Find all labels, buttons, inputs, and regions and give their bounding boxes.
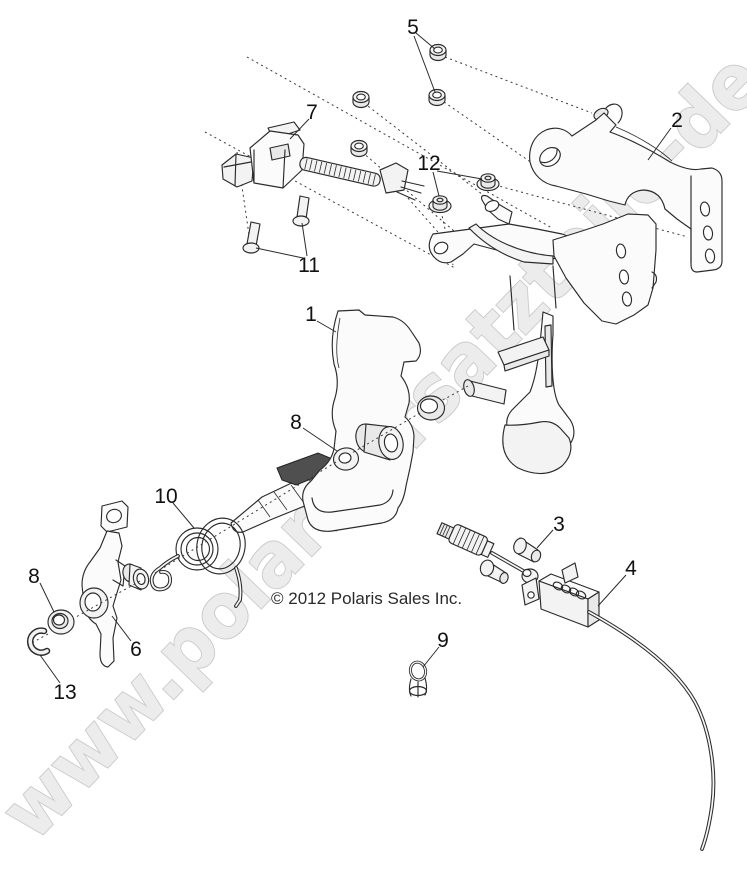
callout-13: 13 bbox=[53, 681, 76, 704]
pedal-weldment bbox=[416, 194, 658, 475]
part-5-lock-nuts bbox=[350, 43, 447, 158]
part-4-throttle-cable-assembly bbox=[436, 522, 716, 851]
leader-lines bbox=[39, 32, 672, 684]
barrel-adjuster bbox=[436, 522, 495, 558]
callout-11: 11 bbox=[298, 254, 320, 277]
callout-3: 3 bbox=[553, 513, 565, 536]
part-12-flange-nuts bbox=[428, 173, 500, 214]
pivot-axis-line bbox=[27, 385, 469, 646]
part-8-bushing-left bbox=[47, 609, 75, 635]
part-1-pedal-guard bbox=[302, 309, 422, 532]
callout-8-center: 8 bbox=[290, 411, 302, 434]
part-2-mounting-bracket bbox=[529, 103, 723, 273]
callout-4: 4 bbox=[625, 557, 637, 580]
part-3-clevis-pin bbox=[513, 537, 542, 563]
callout-7: 7 bbox=[306, 101, 318, 124]
copyright-text: © 2012 Polaris Sales Inc. bbox=[271, 589, 462, 608]
callout-2: 2 bbox=[671, 109, 683, 132]
coil-spring bbox=[299, 156, 381, 187]
part-7-sensor-spring-assembly bbox=[221, 121, 425, 201]
pivot-bushing bbox=[416, 395, 446, 421]
callout-10: 10 bbox=[154, 485, 177, 508]
part-10-torsion-spring bbox=[149, 517, 246, 608]
callout-5: 5 bbox=[407, 16, 419, 39]
callout-8-left: 8 bbox=[28, 565, 40, 588]
callout-9: 9 bbox=[437, 629, 449, 652]
callout-labels: 5 7 2 12 11 1 8 10 3 4 8 6 13 9 bbox=[28, 16, 683, 704]
part-13-e-clip bbox=[27, 627, 51, 656]
callout-6: 6 bbox=[130, 638, 142, 661]
part-8-bushing-center bbox=[332, 447, 360, 471]
part-9-cable-clip bbox=[408, 660, 428, 698]
part-11-screws bbox=[242, 195, 310, 254]
callout-12: 12 bbox=[417, 152, 440, 175]
callout-1: 1 bbox=[305, 303, 317, 326]
